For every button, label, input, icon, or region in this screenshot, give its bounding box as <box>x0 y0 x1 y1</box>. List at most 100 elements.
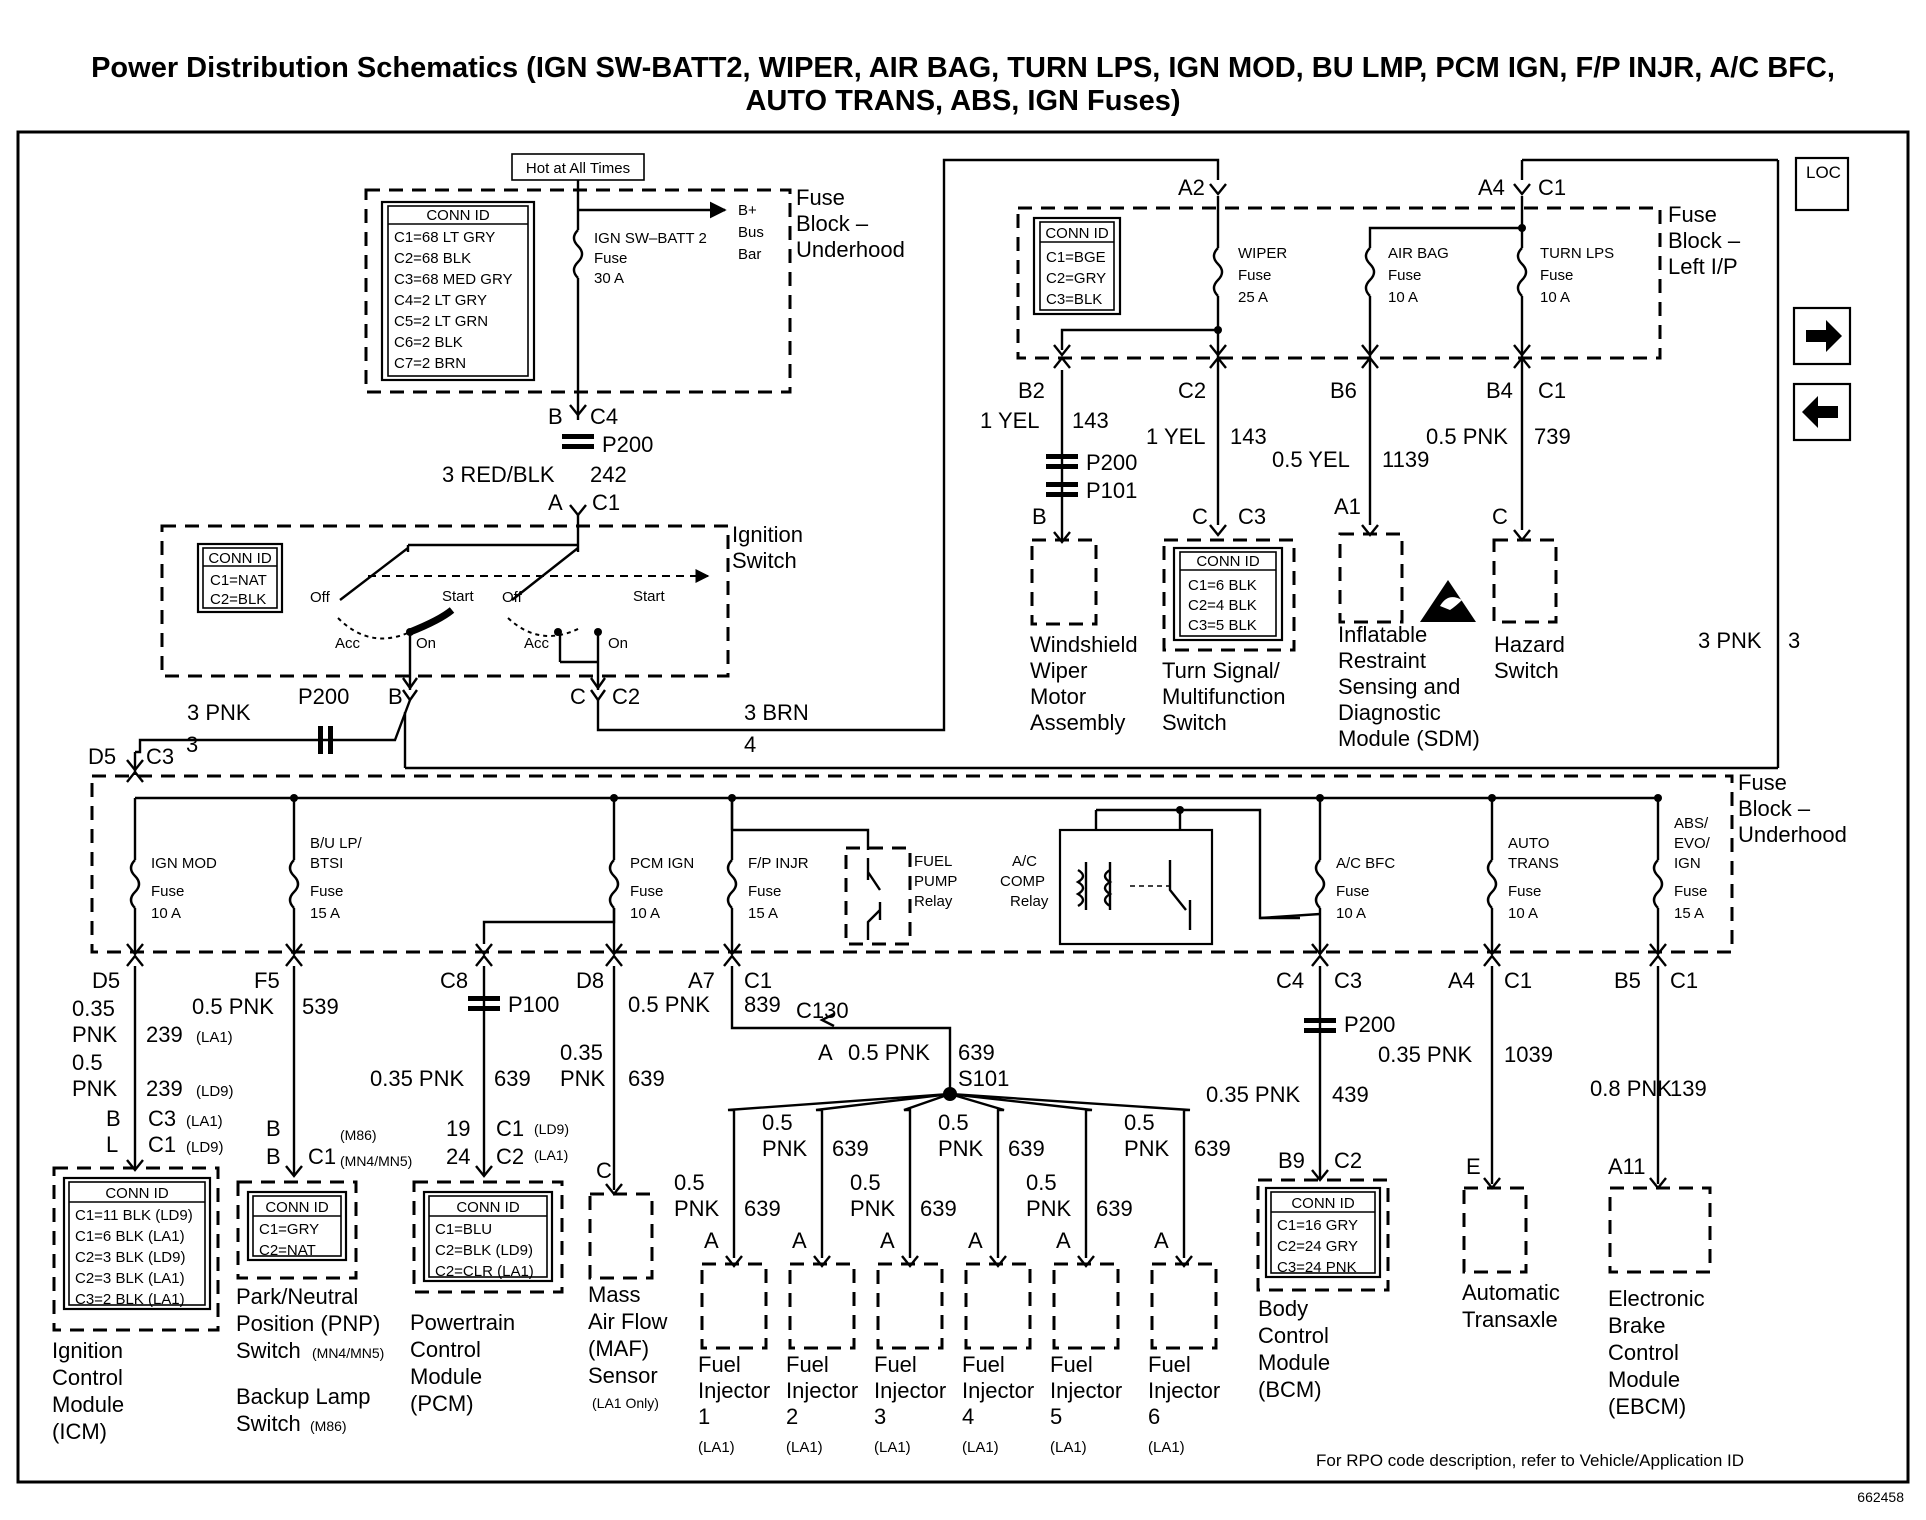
inj2-wire-size: 0.5 <box>762 1110 793 1135</box>
fuse-block-left-ip <box>1016 206 1662 360</box>
inj1-wire-size: 0.5 <box>674 1170 705 1195</box>
pnp-conn-table <box>246 1190 348 1262</box>
inj5-name-3: 5 <box>1050 1404 1062 1429</box>
pnp-rpo-mn4: (MN4/MN5) <box>340 1153 412 1169</box>
ebcm-circuit: 139 <box>1670 1076 1707 1101</box>
maf-name-2: Air Flow <box>588 1309 668 1334</box>
inj3-pin: A <box>880 1228 895 1253</box>
lip-conn-row-3: C3=BLK <box>1046 291 1102 308</box>
ebcm-name-3: Control <box>1608 1340 1679 1365</box>
lower-fuse-7-name-3: IGN <box>1674 855 1701 872</box>
turn-sig-name-1: Turn Signal/ <box>1162 658 1281 683</box>
ac-relay-2: COMP <box>1000 873 1045 890</box>
turn-sig-name-2: Multifunction <box>1162 684 1286 709</box>
conn-id-table-ign-switch <box>196 542 284 614</box>
inj6-name-2: Injector <box>1148 1378 1220 1403</box>
maf-terminal: C <box>596 1158 612 1183</box>
wiper-splice-1: P200 <box>1086 450 1137 475</box>
backup-lamp-name-1: Backup Lamp <box>236 1384 371 1409</box>
wiper-motor-box <box>1030 538 1098 626</box>
turn-lps-fuse-symbol <box>1516 247 1528 297</box>
pnp-circuit: 539 <box>302 994 339 1019</box>
fbu-top-conn-row-7: C7=2 BRN <box>394 355 466 372</box>
inj2-pin: A <box>792 1228 807 1253</box>
lower-fuse-6-amps: 10 A <box>1508 905 1538 922</box>
hazard-name-2: Switch <box>1494 658 1559 683</box>
inj4-suffix: (LA1) <box>962 1439 999 1456</box>
turn-lps-fuse-name: TURN LPS <box>1540 245 1614 262</box>
wiper-fuse-name: WIPER <box>1238 245 1287 262</box>
lip-out-circuit-b2: 143 <box>1072 408 1109 433</box>
p101-wiper-splice <box>1046 492 1078 497</box>
ebcm-name-4: Module <box>1608 1367 1680 1392</box>
ign-out-pin-b: B <box>388 684 403 709</box>
inj2-name-2: Injector <box>786 1378 858 1403</box>
inj6-suffix: (LA1) <box>1148 1439 1185 1456</box>
lower-fuse-7-word: Fuse <box>1674 883 1707 900</box>
inj5-name-1: Fuel <box>1050 1352 1093 1377</box>
backup-lamp-name-2: Switch <box>236 1411 301 1436</box>
airbag-fuse-word: Fuse <box>1388 267 1421 284</box>
lower-fuse-6-name-2: TRANS <box>1508 855 1559 872</box>
maf-name-1: Mass <box>588 1282 641 1307</box>
ign-pos-acc-1: Acc <box>335 635 361 652</box>
ac-relay-3: Relay <box>1010 893 1049 910</box>
inj1-name-3: 1 <box>698 1404 710 1429</box>
airbag-fuse-symbol <box>1364 247 1376 297</box>
ign-pos-on-1: On <box>416 635 436 652</box>
maf-name-3: (MAF) <box>588 1336 649 1361</box>
p200-top-label: P200 <box>602 432 653 457</box>
loc-icon[interactable]: LOC <box>1794 156 1850 212</box>
lip-conn-row-2: C2=GRY <box>1046 270 1106 287</box>
ebcm-terminal: A11 <box>1608 1154 1646 1179</box>
fp-relay-2: PUMP <box>914 873 957 890</box>
inj3-wire-color: PNK <box>850 1196 896 1221</box>
inj4-name-3: 4 <box>962 1404 974 1429</box>
maf-wire-color: PNK <box>560 1066 606 1091</box>
icm-name-1: Ignition <box>52 1338 123 1363</box>
trans-circuit: 1039 <box>1504 1042 1553 1067</box>
arrow-right-icon[interactable] <box>1792 306 1852 366</box>
sdm-name-4: Diagnostic <box>1338 700 1441 725</box>
conn-id-table-fbu-top <box>380 200 536 382</box>
fbu-top-conn-row-4: C4=2 LT GRY <box>394 292 487 309</box>
pnp-conn-row-1: C1=GRY <box>259 1221 319 1238</box>
trans-terminal: E <box>1466 1154 1481 1179</box>
pcm-name-2: Control <box>410 1337 481 1362</box>
arrow-left-icon[interactable] <box>1792 382 1852 442</box>
lower-fuse-6-word: Fuse <box>1508 883 1541 900</box>
bcm-box <box>1256 1178 1390 1292</box>
fuel-injector-1-box <box>700 1262 768 1350</box>
lower-fuse-7-amps: 15 A <box>1674 905 1704 922</box>
inj6-wire-color: PNK <box>1124 1136 1170 1161</box>
inj1-name-1: Fuel <box>698 1352 741 1377</box>
lip-label-1: Fuse <box>1668 202 1717 227</box>
lower-fuse-symbol-1 <box>129 859 141 909</box>
loc-icon-label: LOC <box>1806 163 1841 182</box>
pcm-conn-c2: C2 <box>496 1144 524 1169</box>
icm-conn-row-1: C1=11 BLK (LD9) <box>75 1207 193 1224</box>
inj1-wire-color: PNK <box>674 1196 720 1221</box>
pnp-suffix: (MN4/MN5) <box>312 1345 384 1361</box>
hazard-switch-box <box>1492 538 1558 624</box>
inj2-circuit: 639 <box>832 1136 869 1161</box>
wire-242-color: 3 RED/BLK <box>442 462 555 487</box>
sdm-name-2: Restraint <box>1338 648 1426 673</box>
wiper-name-4: Assembly <box>1030 710 1125 735</box>
icm-pin: D5 <box>92 968 120 993</box>
lip-out-pin-b2: B2 <box>1018 378 1045 403</box>
wire-3brn-circuit: 4 <box>744 732 756 757</box>
ebcm-name-5: (EBCM) <box>1608 1394 1686 1419</box>
icm-conn-c1: C1 <box>148 1132 176 1157</box>
pcm-conn-c1: C1 <box>496 1116 524 1141</box>
title-line-1: Power Distribution Schematics (IGN SW-BA… <box>91 52 1835 84</box>
lip-out-pin-b6: B6 <box>1330 378 1357 403</box>
c130-circuit: 639 <box>958 1040 995 1065</box>
inj1-name-2: Injector <box>698 1378 770 1403</box>
inj4-pin: A <box>968 1228 983 1253</box>
p200-wiper-splice <box>1046 464 1078 469</box>
pcm-circuit: 639 <box>494 1066 531 1091</box>
inj1-suffix: (LA1) <box>698 1439 735 1456</box>
lower-fuse-5-word: Fuse <box>1336 883 1369 900</box>
